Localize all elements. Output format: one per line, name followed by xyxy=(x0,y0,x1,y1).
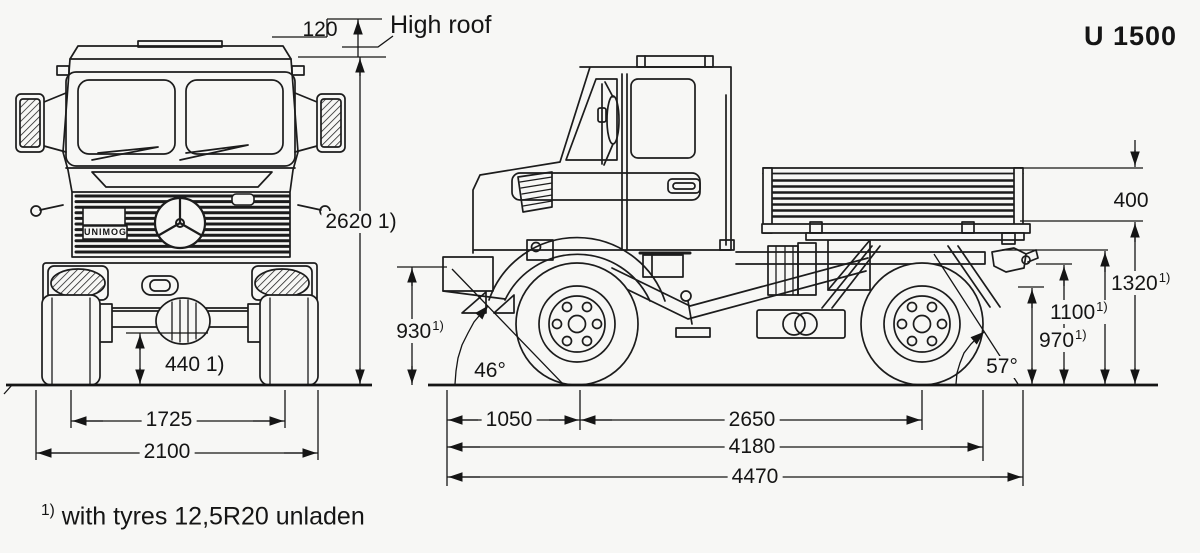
bumper-center-inner xyxy=(149,279,171,292)
cowl-intake xyxy=(65,167,296,188)
dim-label-overall-height: 2620 1) xyxy=(321,210,401,234)
cargo-bed xyxy=(761,167,1031,245)
mirror-right xyxy=(294,92,346,153)
dim-approach-angle xyxy=(451,268,564,385)
grille-emblem-small xyxy=(231,193,255,206)
fender-bracket xyxy=(526,239,554,261)
cab-outline xyxy=(472,66,732,254)
side-view-drawing xyxy=(442,55,1039,386)
dim-front-overhang xyxy=(446,390,581,486)
dim-label-dropside-height: 400 xyxy=(1113,189,1149,212)
dim-roof-raise xyxy=(272,18,394,58)
windshield-left-pane xyxy=(77,79,176,155)
bumper-center-plate xyxy=(141,275,179,296)
dim-label-frame-length: 4180 xyxy=(724,435,780,459)
dim-ground-clearance xyxy=(126,332,208,385)
mirror-left xyxy=(15,92,67,153)
model-title: U 1500 xyxy=(1084,21,1178,51)
high-roof-leader xyxy=(342,35,394,48)
hood-vent xyxy=(517,171,553,213)
side-windshield xyxy=(565,78,618,161)
front-fender xyxy=(488,236,666,302)
linkage-lever xyxy=(675,290,711,338)
marker-lamp-left xyxy=(56,65,70,76)
door-front-edge xyxy=(621,73,628,251)
headlight-left xyxy=(47,265,109,301)
dim-label-overall-width: 2100 xyxy=(139,440,195,464)
dim-hitch-height xyxy=(1018,286,1044,385)
dim-label-ground-clearance: 440 1) xyxy=(165,353,225,376)
cab-rear-step xyxy=(719,239,735,251)
unimog-badge-box xyxy=(82,225,128,240)
door-trim-strip xyxy=(511,172,701,201)
front-view-wheels xyxy=(41,294,319,386)
unimog-badge-text: UNIMOG xyxy=(84,227,127,237)
side-high-roof xyxy=(636,55,714,68)
door-handle xyxy=(667,178,701,194)
indicator-stalks xyxy=(39,204,322,211)
dim-label-overall-length: 4470 xyxy=(727,465,783,489)
grille-plate xyxy=(82,207,126,226)
dim-label-frame-height: 11001) xyxy=(1046,300,1112,325)
door-window xyxy=(630,78,696,159)
front-view-drawing xyxy=(15,40,346,386)
dim-label-bumper-height: 9301) xyxy=(392,319,448,344)
side-wiper xyxy=(601,81,614,166)
muffler xyxy=(756,309,846,339)
dim-label-track: 1725 xyxy=(141,408,197,432)
dim-label-approach-angle: 46° xyxy=(470,359,510,383)
dim-label-departure-angle: 57° xyxy=(982,355,1022,379)
footnote: 1) with tyres 12,5R20 unladen xyxy=(41,502,365,531)
frame-rail xyxy=(735,251,986,265)
headlight-right xyxy=(251,265,313,301)
windshield-frame xyxy=(65,71,296,167)
side-wheels xyxy=(515,262,984,386)
dim-frame-height xyxy=(1036,263,1072,385)
side-front-bumper xyxy=(442,256,515,314)
dim-label-front-overhang: 1050 xyxy=(481,408,537,432)
dim-label-wheelbase: 2650 xyxy=(724,408,780,432)
dim-frame-length xyxy=(447,390,984,461)
windshield-right-pane xyxy=(185,79,284,155)
front-axle xyxy=(95,297,265,345)
dim-label-hitch-height: 9701) xyxy=(1035,328,1091,353)
side-mirror xyxy=(606,95,620,145)
front-roof-vent xyxy=(137,40,223,48)
torque-tube xyxy=(609,257,869,320)
high-roof-label: High roof xyxy=(390,11,492,39)
rear-hitch xyxy=(991,247,1039,273)
dim-platform-height xyxy=(1002,249,1110,385)
indicator-left xyxy=(30,205,42,217)
chassis-boxes xyxy=(638,239,871,296)
marker-lamp-right xyxy=(291,65,305,76)
dim-dropside-height xyxy=(1020,140,1143,385)
dim-label-roof-raise: 120 xyxy=(302,18,338,41)
dimension-lines xyxy=(3,18,1158,486)
rear-wheel-guard xyxy=(821,245,1001,309)
wipers xyxy=(91,144,249,161)
star-emblem xyxy=(153,196,207,250)
dim-label-platform-height: 13201) xyxy=(1107,271,1175,296)
